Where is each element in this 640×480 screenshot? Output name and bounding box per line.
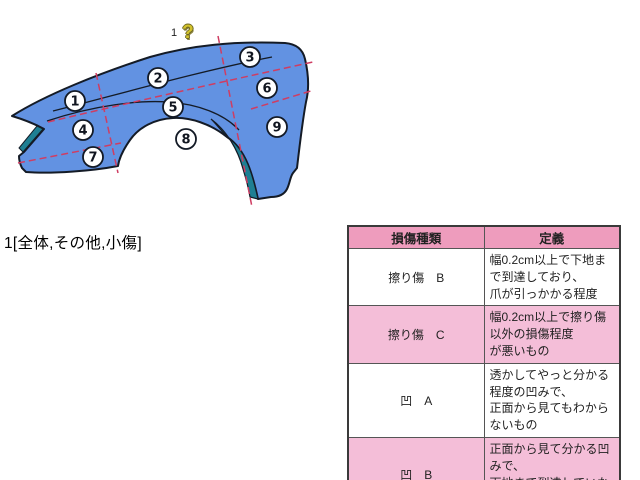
definition-cell: 幅0.2cm以上で下地まで到達しており、 爪が引っかかる程度 xyxy=(483,247,621,307)
header-definition: 定義 xyxy=(483,225,621,249)
damage-type-cell: 擦り傷 C xyxy=(347,305,485,364)
zone-marker-4: 4 xyxy=(72,119,94,141)
svg-text:7: 7 xyxy=(88,151,97,166)
svg-text:4: 4 xyxy=(78,124,87,139)
annotation-number: 1 xyxy=(171,27,178,39)
svg-text:2: 2 xyxy=(153,72,162,87)
zone-marker-2: 2 xyxy=(147,67,169,89)
annotation-marker: 1 ? xyxy=(171,23,194,42)
zone-marker-5: 5 xyxy=(162,96,184,118)
zone-marker-3: 3 xyxy=(239,46,261,68)
definition-cell: 正面から見て分かる凹みで、 下地まで到達していないもの xyxy=(483,436,621,480)
zone-marker-7: 7 xyxy=(82,146,104,168)
svg-text:9: 9 xyxy=(272,121,281,136)
definition-cell: 透かしてやっと分かる程度の凹みで、 正面から見てもわからないもの xyxy=(483,362,621,438)
svg-text:5: 5 xyxy=(168,101,177,116)
front-notch-edge-shape xyxy=(18,125,44,153)
table-header-row: 損傷種類 定義 xyxy=(347,225,621,249)
help-question-icon[interactable]: ? xyxy=(182,22,194,43)
svg-text:6: 6 xyxy=(262,82,271,97)
svg-text:8: 8 xyxy=(181,133,190,148)
header-damage-type: 損傷種類 xyxy=(347,225,485,249)
damage-caption: 1[全体,その他,小傷] xyxy=(4,235,142,252)
damage-type-cell: 凹 B xyxy=(347,436,485,480)
zone-grid-dashed-lines xyxy=(17,35,315,208)
zone-marker-9: 9 xyxy=(266,116,288,138)
zone-marker-1: 1 xyxy=(64,90,86,112)
fender-body-shape xyxy=(11,41,310,200)
zone-marker-8: 8 xyxy=(175,128,197,150)
definition-cell: 幅0.2cm以上で擦り傷以外の損傷程度 が悪いもの xyxy=(483,305,621,364)
zone-marker-6: 6 xyxy=(256,77,278,99)
svg-text:1: 1 xyxy=(70,95,79,110)
damage-type-cell: 凹 A xyxy=(347,362,485,438)
svg-text:3: 3 xyxy=(245,51,254,66)
damage-type-cell: 擦り傷 B xyxy=(347,247,485,307)
